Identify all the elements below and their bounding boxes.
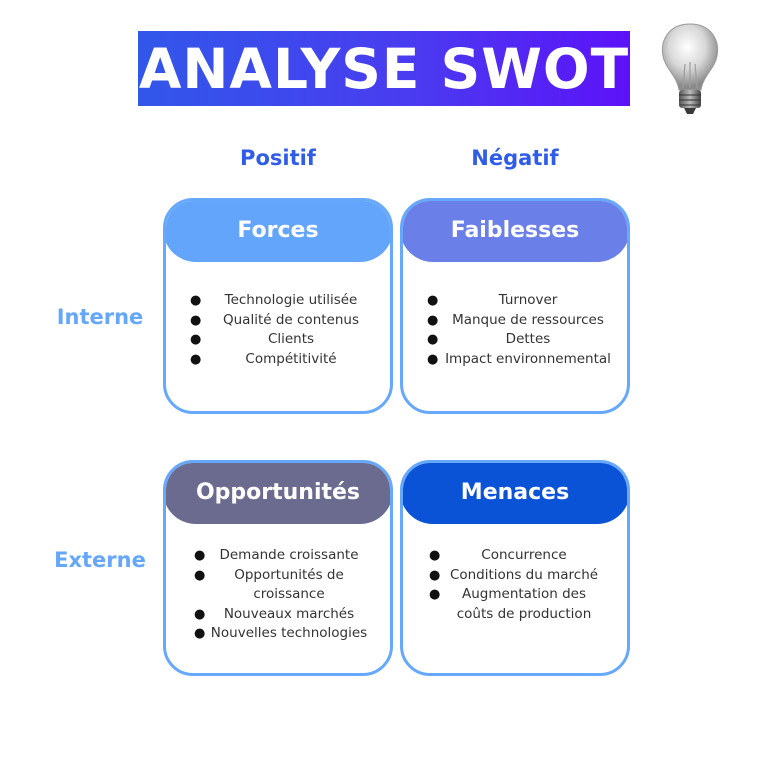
- title-banner: ANALYSE SWOT: [138, 31, 630, 106]
- list-item: ●Dettes: [427, 330, 615, 350]
- quadrant-menaces: Menaces ●Concurrence ●Conditions du marc…: [400, 460, 630, 676]
- list-item: ●Qualité de contenus: [190, 311, 378, 331]
- list-item: ●Concurrence: [429, 546, 605, 566]
- quadrant-opportunites: Opportunités ●Demande croissante ●Opport…: [163, 460, 393, 676]
- list-item: ●Opportunités de croissance: [194, 566, 344, 603]
- opportunites-list: ●Demande croissante ●Opportunités de cro…: [166, 546, 390, 644]
- bullet-icon: ●: [194, 567, 206, 583]
- forces-list: ●Technologie utilisée ●Qualité de conten…: [166, 291, 390, 369]
- bullet-icon: ●: [429, 567, 441, 583]
- bullet-icon: ●: [190, 332, 202, 347]
- bullet-icon: ●: [427, 332, 439, 347]
- column-label-negative: Négatif: [471, 146, 559, 170]
- list-item: ●Nouvelles technologies: [194, 624, 370, 644]
- faiblesses-list: ●Turnover ●Manque de ressources ●Dettes …: [403, 291, 627, 369]
- list-item: ●Technologie utilisée: [190, 291, 378, 311]
- bullet-icon: ●: [427, 351, 439, 367]
- menaces-list: ●Concurrence ●Conditions du marché ●Augm…: [403, 546, 627, 624]
- bullet-icon: ●: [427, 312, 439, 328]
- list-item: ●Clients: [190, 330, 378, 350]
- list-item: ●Compétitivité: [190, 350, 378, 370]
- bullet-icon: ●: [429, 587, 441, 602]
- bullet-icon: ●: [429, 548, 441, 563]
- menaces-header: Menaces: [403, 463, 627, 524]
- quadrant-faiblesses: Faiblesses ●Turnover ●Manque de ressourc…: [400, 198, 630, 414]
- lightbulb-icon: [661, 23, 719, 114]
- row-label-internal: Interne: [56, 305, 144, 329]
- faiblesses-header: Faiblesses: [403, 201, 627, 262]
- list-item: ●Manque de ressources: [427, 311, 615, 331]
- list-item: ●Augmentation des coûts de production: [429, 586, 592, 622]
- forces-header: Forces: [166, 201, 390, 262]
- list-item: ●Impact environnemental: [427, 350, 615, 370]
- bullet-icon: ●: [427, 293, 439, 308]
- column-label-positive: Positif: [240, 146, 316, 170]
- bullet-icon: ●: [190, 351, 202, 367]
- bullet-icon: ●: [190, 293, 202, 308]
- list-item: ●Turnover: [427, 291, 615, 311]
- bullet-icon: ●: [194, 606, 206, 622]
- list-item: ●Conditions du marché: [429, 566, 605, 586]
- bullet-icon: ●: [194, 548, 206, 563]
- bullet-icon: ●: [194, 626, 206, 641]
- row-label-external: Externe: [54, 548, 146, 572]
- bullet-icon: ●: [190, 312, 202, 328]
- quadrant-forces: Forces ●Technologie utilisée ●Qualité de…: [163, 198, 393, 414]
- list-item: ●Nouveaux marchés: [194, 605, 370, 625]
- opportunites-header: Opportunités: [166, 463, 390, 524]
- page-title: ANALYSE SWOT: [138, 36, 630, 101]
- list-item: ●Demande croissante: [194, 546, 370, 566]
